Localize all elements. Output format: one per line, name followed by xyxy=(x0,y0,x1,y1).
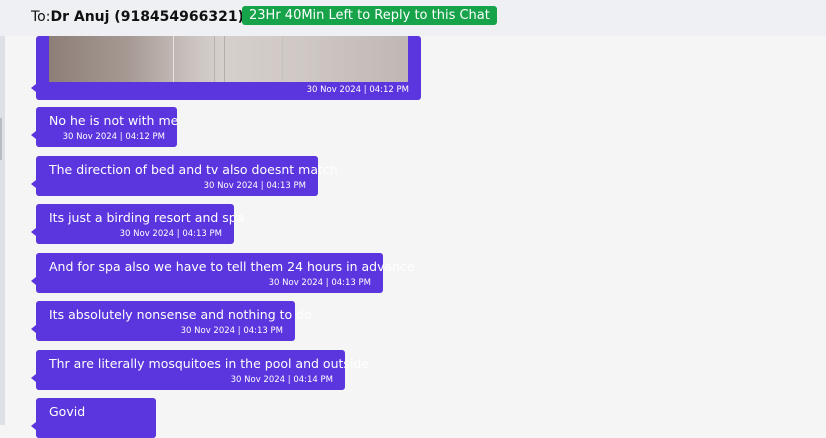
message-bubble[interactable]: No he is not with me 30 Nov 2024 | 04:12… xyxy=(31,107,179,147)
scroll-indicator[interactable] xyxy=(0,118,2,160)
to-label: To: xyxy=(31,9,51,25)
message-text: Its just a birding resort and spa xyxy=(49,210,245,225)
chat-header: To:Dr Anuj (918454966321) 23Hr 40Min Lef… xyxy=(0,0,826,36)
message-thread[interactable]: 30 Nov 2024 | 04:12 PM No he is not with… xyxy=(0,36,826,438)
message-bubble[interactable]: Govid xyxy=(31,398,156,438)
recipient-name: Dr Anuj (918454966321) xyxy=(50,9,245,25)
message-timestamp: 30 Nov 2024 | 04:13 PM xyxy=(203,181,306,191)
recipient: To:Dr Anuj (918454966321) xyxy=(31,9,244,25)
message-text: The direction of bed and tv also doesnt … xyxy=(49,162,338,177)
message-timestamp: 30 Nov 2024 | 04:14 PM xyxy=(230,375,333,385)
message-bubble[interactable]: And for spa also we have to tell them 24… xyxy=(31,253,415,293)
image-message-bubble[interactable]: 30 Nov 2024 | 04:12 PM xyxy=(31,36,421,100)
message-timestamp: 30 Nov 2024 | 04:13 PM xyxy=(268,278,371,288)
message-timestamp: 30 Nov 2024 | 04:13 PM xyxy=(180,326,283,336)
message-text: No he is not with me xyxy=(49,113,179,128)
message-image[interactable] xyxy=(49,36,408,82)
message-timestamp: 30 Nov 2024 | 04:13 PM xyxy=(119,229,222,239)
message-text: Thr are literally mosquitoes in the pool… xyxy=(49,356,370,371)
message-text: Govid xyxy=(49,404,86,419)
reply-timer-badge: 23Hr 40Min Left to Reply to this Chat xyxy=(242,6,497,25)
message-bubble[interactable]: Thr are literally mosquitoes in the pool… xyxy=(31,350,369,390)
message-timestamp: 30 Nov 2024 | 04:12 PM xyxy=(62,132,165,142)
message-text: And for spa also we have to tell them 24… xyxy=(49,259,415,274)
message-bubble[interactable]: Its absolutely nonsense and nothing to d… xyxy=(31,301,312,341)
message-timestamp: 30 Nov 2024 | 04:12 PM xyxy=(306,85,409,95)
message-bubble[interactable]: The direction of bed and tv also doesnt … xyxy=(31,156,338,196)
message-text: Its absolutely nonsense and nothing to d… xyxy=(49,307,312,322)
left-panel-edge xyxy=(0,36,5,425)
message-bubble[interactable]: Its just a birding resort and spa 30 Nov… xyxy=(31,204,244,244)
